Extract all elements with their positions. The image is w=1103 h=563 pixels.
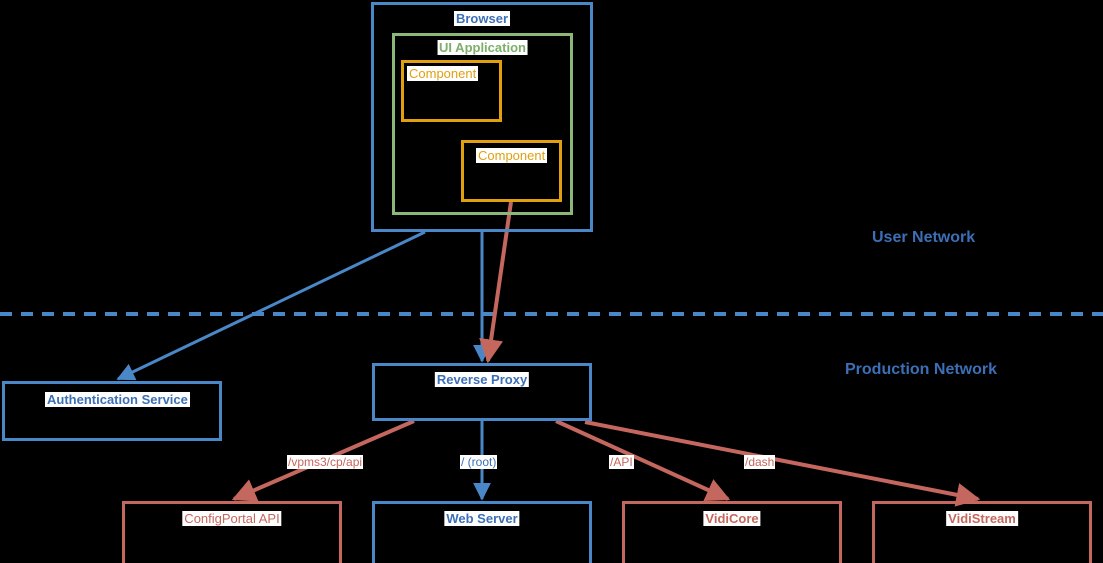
edge-label-root: / (root) xyxy=(460,455,498,469)
node-ui-application[interactable]: UI Application xyxy=(392,33,573,215)
node-label-vidicore: VidiCore xyxy=(703,511,761,526)
node-label-configportal-api: ConfigPortal API xyxy=(182,511,282,526)
node-browser[interactable]: Browser xyxy=(371,2,593,232)
edge-label-vpms3-cp-api: /vpms3/cp/api xyxy=(287,455,364,469)
node-label-web-server: Web Server xyxy=(444,511,520,526)
node-reverse-proxy[interactable]: Reverse Proxy xyxy=(372,363,592,421)
edge-label-api: /API xyxy=(609,455,634,469)
edge-label-dash: /dash xyxy=(744,455,776,469)
node-label-vidistream: VidiStream xyxy=(946,511,1018,526)
zone-label-production-network: Production Network xyxy=(845,361,998,378)
node-label-component-a: Component xyxy=(407,66,479,81)
node-label-component-b: Component xyxy=(476,148,548,163)
node-label-reverse-proxy: Reverse Proxy xyxy=(434,372,530,387)
node-configportal-api[interactable]: ConfigPortal API xyxy=(122,501,342,563)
edge-browser-to-auth xyxy=(116,230,426,381)
node-vidicore[interactable]: VidiCore xyxy=(622,501,842,563)
zone-label-user-network: User Network xyxy=(872,229,976,246)
node-label-authentication-service: Authentication Service xyxy=(45,392,190,407)
node-web-server[interactable]: Web Server xyxy=(372,501,592,563)
node-component-b[interactable]: Component xyxy=(461,140,562,202)
node-label-ui-application: UI Application xyxy=(437,40,528,55)
node-label-browser: Browser xyxy=(453,11,511,26)
edge-proxy-to-vidicore xyxy=(555,419,731,502)
edge-proxy-to-vidistream xyxy=(584,420,981,507)
node-vidistream[interactable]: VidiStream xyxy=(872,501,1092,563)
node-authentication-service[interactable]: Authentication Service xyxy=(2,381,222,441)
node-component-a[interactable]: Component xyxy=(401,60,502,122)
